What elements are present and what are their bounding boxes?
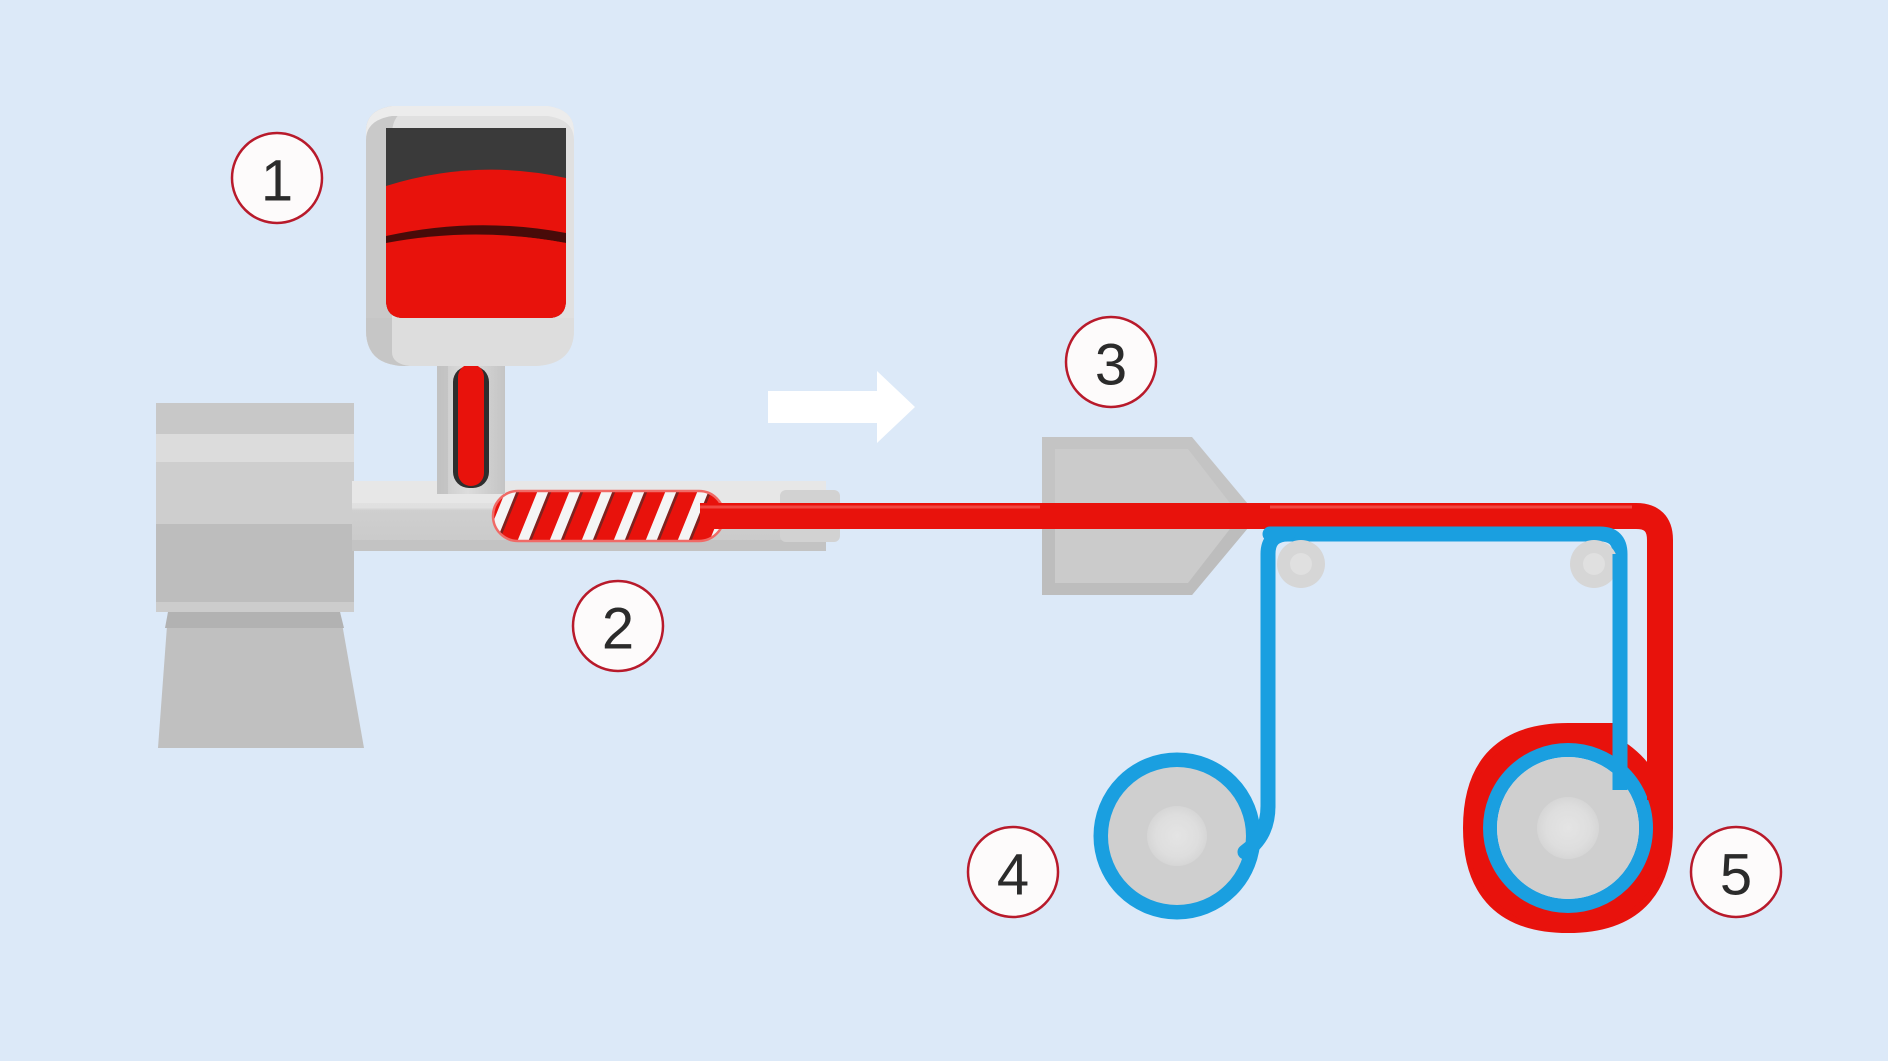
throat-material [458,364,484,486]
hopper-material-line [386,225,566,246]
callout-4-circle [966,825,1060,919]
callout-3-circle [1064,315,1158,409]
callout-1-circle [230,131,324,225]
callout-badge-5[interactable]: 5 [1689,825,1783,919]
belt-cooling-tangent [1237,798,1276,860]
haul-off-roller [1465,725,1671,931]
throat-shadow-left [437,364,448,494]
callout-2-label: 2 [602,597,634,662]
hopper-material-lower [386,234,566,318]
haul-off-outer-red-band [1465,725,1671,931]
drive-motor [156,403,364,748]
motor-band-lower [156,524,354,602]
callout-badges: 1 2 3 4 5 [230,131,1783,919]
haul-off-inner-blue-band [1483,743,1653,913]
haul-off-hub [1537,797,1599,859]
flow-arrow [768,371,915,443]
callout-2-circle [571,579,665,673]
callout-1-label: 1 [261,149,293,214]
callout-5-circle [1689,825,1783,919]
callout-badge-2[interactable]: 2 [571,579,665,673]
hopper-base-band [366,318,574,366]
cooling-roller [1093,752,1261,920]
motor-band-mid [156,462,354,524]
hopper-throat [437,364,505,494]
callout-badge-4[interactable]: 4 [966,825,1060,919]
guide-roller-right-hub [1583,553,1605,575]
motor-base [158,612,364,748]
screw-flights [493,491,724,541]
motor-base-shadow [165,612,344,628]
callout-5-label: 5 [1720,843,1752,908]
guide-roller-left-hub [1290,553,1312,575]
material-hopper [366,106,574,366]
motor-band-foot [156,602,354,612]
belt-upper-left-run [1260,526,1296,814]
guide-rollers [1277,540,1618,588]
barrel-shadow [352,540,826,551]
hopper-base-band-shadow [366,318,410,366]
cooling-roller-hub [1147,806,1207,866]
callout-badge-3[interactable]: 3 [1064,315,1158,409]
callout-4-label: 4 [997,843,1029,908]
motor-band-top [156,403,354,434]
motor-band-light [156,434,354,462]
hopper-rim [366,106,574,140]
extruder-screw [491,489,726,543]
callout-badge-1[interactable]: 1 [230,131,324,225]
arrow-right-icon [768,371,915,443]
callout-3-label: 3 [1095,333,1127,398]
